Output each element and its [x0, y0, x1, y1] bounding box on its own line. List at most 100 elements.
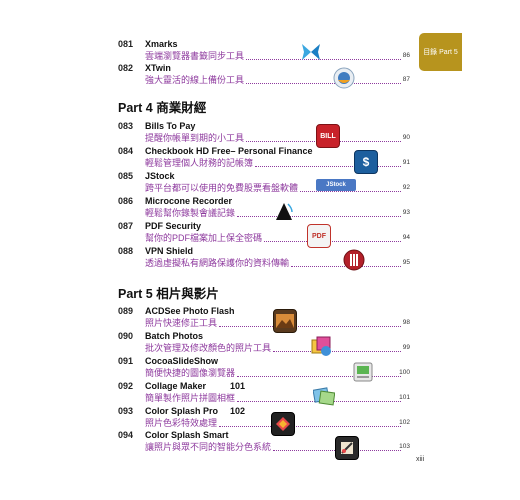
entry-subtitle: 讓照片與眾不同的智能分色系統: [145, 442, 272, 452]
entry-number: 089: [118, 306, 134, 316]
toc-entry-087[interactable]: 087 PDF Security 幫你的PDF檔案加上保全密碼 94: [118, 221, 410, 247]
entry-page: 101: [399, 394, 410, 401]
entry-subtitle: 輕鬆管理個人財務的記帳簿: [145, 158, 254, 168]
entry-number: 094: [118, 430, 134, 440]
entry-subtitle: 雲端瀏覽器書籤同步工具: [145, 51, 245, 61]
entry-subtitle: 跨平台都可以使用的免費股票看盤軟體: [145, 183, 299, 193]
toc-entry-082[interactable]: 082 XTwin 強大靈活的線上備份工具 87: [118, 63, 410, 89]
batch-photos-icon: [311, 335, 333, 357]
entry-page: 103: [399, 443, 410, 450]
toc-entry-092[interactable]: 092 Collage Maker 101 簡單製作照片拼圖相框 101: [118, 381, 410, 407]
dotted-leader: [246, 58, 401, 60]
toc-entry-089[interactable]: 089 ACDSee Photo Flash 照片快速修正工具 98: [118, 306, 410, 332]
dotted-leader: [264, 240, 401, 242]
entry-subtitle: 照片色彩特效處理: [145, 418, 218, 428]
entry-number: 093: [118, 406, 134, 416]
dotted-leader: [237, 375, 401, 377]
entry-number: 083: [118, 121, 134, 131]
bill-stamp-text: BILL: [320, 132, 336, 140]
entry-page: 99: [402, 344, 410, 351]
entry-page: 91: [402, 159, 410, 166]
entry-number: 087: [118, 221, 134, 231]
toc-entry-084[interactable]: 084 Checkbook HD Free– Personal Finance …: [118, 146, 410, 172]
entry-title: JStock: [145, 171, 175, 181]
entry-title: Collage Maker: [145, 381, 207, 391]
entry-number: 092: [118, 381, 134, 391]
toc-entry-090[interactable]: 090 Batch Photos 批次管理及修改顏色的照片工具 99: [118, 331, 410, 357]
dotted-leader: [219, 425, 401, 427]
section-heading-part4: Part 4 商業財經: [118, 101, 207, 115]
pdf-lock-text: PDF: [312, 232, 326, 240]
entry-number: 091: [118, 356, 134, 366]
entry-title: Checkbook HD Free– Personal Finance: [145, 146, 313, 156]
entry-page: 102: [399, 419, 410, 426]
collage-icon: [313, 385, 335, 407]
microcone-icon: [273, 200, 295, 222]
entry-page: 98: [402, 319, 410, 326]
entry-subtitle: 簡便快捷的圖像瀏覽器: [145, 368, 236, 378]
vpn-shield-icon: [343, 249, 365, 271]
toc-entry-091[interactable]: 091 CocoaSlideShow 簡便快捷的圖像瀏覽器 100: [118, 356, 410, 382]
entry-page: 94: [402, 234, 410, 241]
entry-number: 082: [118, 63, 134, 73]
jstock-logo-text: JStock: [326, 182, 346, 188]
dotted-leader: [255, 165, 401, 167]
toc-entry-081[interactable]: 081 Xmarks 雲端瀏覽器書籤同步工具 86: [118, 39, 410, 65]
color-splash-icon: [271, 412, 295, 436]
chapter-tab-label: 目錄 Part 5: [423, 49, 458, 56]
entry-subtitle: 透過虛擬私有網路保護你的資料傳輸: [145, 258, 290, 268]
entry-title: ACDSee Photo Flash: [145, 306, 235, 316]
pdf-lock-icon: PDF: [307, 224, 331, 248]
entry-number: 081: [118, 39, 134, 49]
dotted-leader: [219, 325, 401, 327]
xmarks-butterfly-icon: [300, 41, 322, 63]
entry-title: Batch Photos: [145, 331, 204, 341]
entry-subtitle: 幫你的PDF檔案加上保全密碼: [145, 233, 263, 243]
toc-entry-086[interactable]: 086 Microcone Recorder 輕鬆幫你錄製會議記錄 93: [118, 196, 410, 222]
entry-title: XTwin: [145, 63, 171, 73]
entry-title: Color Splash Smart: [145, 430, 229, 440]
entry-page: 100: [399, 369, 410, 376]
entry-subtitle: 批次管理及修改顏色的照片工具: [145, 343, 272, 353]
entry-page: 93: [402, 209, 410, 216]
entry-extra-number: 102: [230, 406, 246, 416]
entry-subtitle: 強大靈活的線上備份工具: [145, 75, 245, 85]
entry-title: CocoaSlideShow: [145, 356, 219, 366]
entry-subtitle: 照片快速修正工具: [145, 318, 218, 328]
checkbook-dollar-icon: $: [354, 150, 378, 174]
entry-subtitle: 輕鬆幫你錄製會議記錄: [145, 208, 236, 218]
entry-subtitle: 簡單製作照片拼圖相框: [145, 393, 236, 403]
entry-page: 92: [402, 184, 410, 191]
toc-entry-085[interactable]: 085 JStock 跨平台都可以使用的免費股票看盤軟體 92: [118, 171, 410, 197]
dotted-leader: [237, 215, 401, 217]
section-heading-part5: Part 5 相片與影片: [118, 287, 219, 301]
xtwin-globe-icon: [333, 67, 355, 89]
entry-number: 086: [118, 196, 134, 206]
toc-entry-093[interactable]: 093 Color Splash Pro 102 照片色彩特效處理 102: [118, 406, 410, 432]
dotted-leader: [273, 350, 401, 352]
entry-number: 085: [118, 171, 134, 181]
entry-extra-number: 101: [230, 381, 246, 391]
toc-entry-083[interactable]: 083 Bills To Pay 提醒你帳單到期的小工具 90: [118, 121, 410, 147]
entry-subtitle: 提醒你帳單到期的小工具: [145, 133, 245, 143]
chapter-tab[interactable]: 目錄 Part 5: [419, 33, 462, 71]
entry-number: 088: [118, 246, 134, 256]
slideshow-icon: [352, 361, 374, 383]
entry-title: VPN Shield: [145, 246, 194, 256]
entry-page: 87: [402, 76, 410, 83]
bill-stamp-icon: BILL: [316, 124, 340, 148]
color-splash-smart-icon: [335, 436, 359, 460]
jstock-logo-icon: JStock: [316, 179, 356, 191]
entry-number: 084: [118, 146, 134, 156]
dotted-leader: [246, 82, 401, 84]
page-number-footer: xiii: [416, 456, 425, 463]
entry-title: PDF Security: [145, 221, 202, 231]
dotted-leader: [300, 190, 401, 192]
toc-entry-094[interactable]: 094 Color Splash Smart 讓照片與眾不同的智能分色系統 10…: [118, 430, 410, 456]
entry-page: 95: [402, 259, 410, 266]
checkbook-dollar-sign: $: [362, 155, 370, 169]
entry-page: 86: [402, 52, 410, 59]
entry-title: Microcone Recorder: [145, 196, 233, 206]
entry-title: Xmarks: [145, 39, 178, 49]
entry-title: Color Splash Pro: [145, 406, 219, 416]
